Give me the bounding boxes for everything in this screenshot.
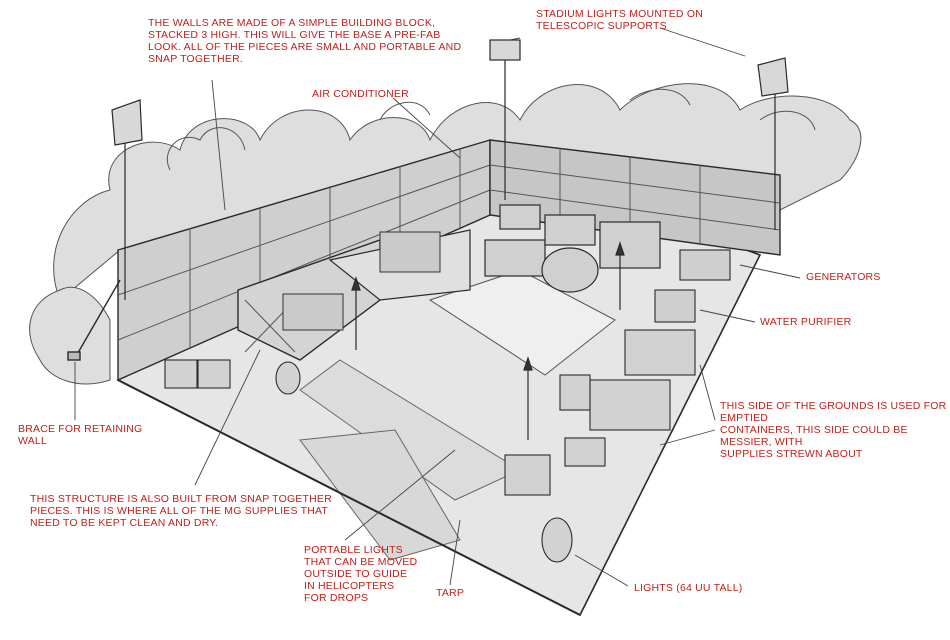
ground-slab: [116, 154, 762, 617]
emptied-containers: [164, 329, 696, 563]
wall-brace: [67, 279, 121, 361]
retaining-wall-right: [489, 139, 781, 256]
portable-lights-annotation: PORTABLE LIGHTS THAT CAN BE MOVED OUTSID…: [304, 544, 418, 604]
air-conditioner-annotation: AIR CONDITIONER: [312, 88, 409, 100]
air-conditioner-units: [484, 204, 661, 293]
tarp-annotation: TARP: [436, 587, 465, 599]
storage-structure: [237, 229, 471, 361]
generators-annotation: GENERATORS: [806, 271, 881, 283]
water-purifier-annotation: WATER PURIFIER: [760, 316, 852, 328]
jungle-foliage: [29, 83, 862, 385]
lights-annotation: LIGHTS (64 UU TALL): [634, 582, 743, 594]
grounds-side-annotation: THIS SIDE OF THE GROUNDS IS USED FOR EMP…: [720, 400, 947, 460]
annotation-leaders: [74, 27, 801, 587]
stadium-lights: [111, 39, 789, 300]
generator-units: [654, 249, 731, 323]
brace-annotation: BRACE FOR RETAINING WALL: [18, 423, 143, 447]
walls-annotation: THE WALLS ARE MADE OF A SIMPLE BUILDING …: [148, 17, 462, 65]
portable-lights: [351, 241, 625, 440]
stadium-lights-annotation: STADIUM LIGHTS MOUNTED ON TELESCOPIC SUP…: [536, 8, 703, 32]
structure-annotation: THIS STRUCTURE IS ALSO BUILT FROM SNAP T…: [30, 493, 332, 529]
